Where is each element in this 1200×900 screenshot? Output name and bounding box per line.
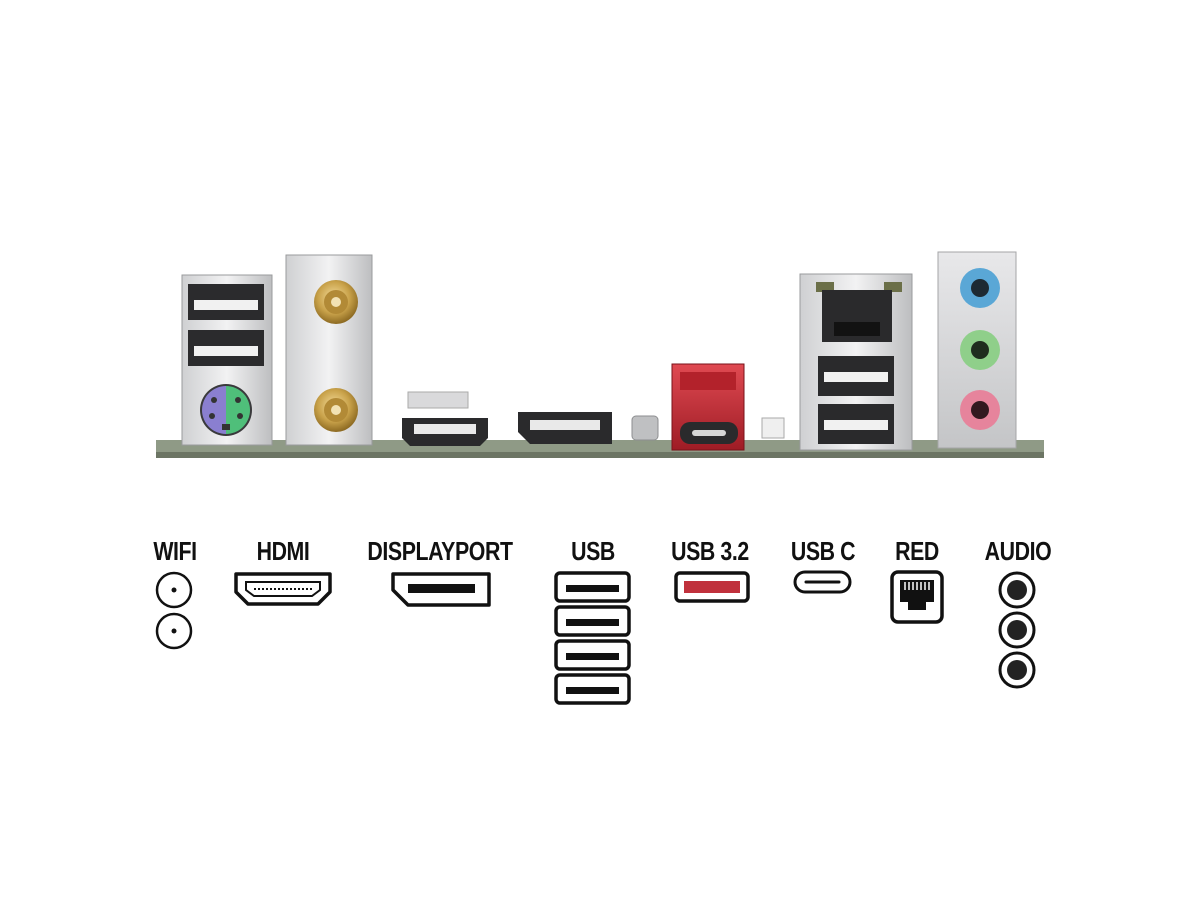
audio-jack-icon bbox=[998, 571, 1036, 609]
label-audio: AUDIO bbox=[984, 536, 1052, 566]
hdmi-icon bbox=[234, 572, 332, 606]
displayport-port bbox=[518, 412, 612, 444]
label-hdmi: HDMI bbox=[256, 536, 310, 566]
label-wifi: WIFI bbox=[153, 536, 197, 566]
usb-a-icon bbox=[554, 639, 631, 671]
label-usb32: USB 3.2 bbox=[671, 536, 749, 566]
label-red: RED bbox=[895, 536, 939, 566]
usb-a-icon bbox=[554, 673, 631, 705]
usb-a-icon bbox=[554, 571, 631, 603]
wifi-antenna-bracket bbox=[285, 254, 373, 446]
hdmi-port bbox=[402, 391, 488, 446]
usb-c-icon bbox=[793, 570, 852, 594]
wifi-antenna-icon bbox=[155, 612, 193, 650]
audio-jack-icon bbox=[998, 611, 1036, 649]
usb-a-icon bbox=[554, 605, 631, 637]
wifi-antenna-icon bbox=[155, 571, 193, 609]
audio-jack-icon bbox=[998, 651, 1036, 689]
usb-ps2-stack bbox=[181, 274, 273, 446]
usb32-usbc-stack bbox=[671, 363, 745, 451]
ethernet-icon bbox=[890, 570, 944, 624]
displayport-icon bbox=[391, 572, 491, 607]
audio-jack-stack bbox=[937, 251, 1017, 449]
label-usbc: USB C bbox=[790, 536, 856, 566]
lan-usb-stack bbox=[799, 273, 913, 451]
usb32-icon bbox=[674, 571, 750, 603]
label-usb: USB bbox=[571, 536, 615, 566]
label-displayport: DISPLAYPORT bbox=[367, 536, 513, 566]
rear-io-panel-photo bbox=[156, 251, 1044, 458]
